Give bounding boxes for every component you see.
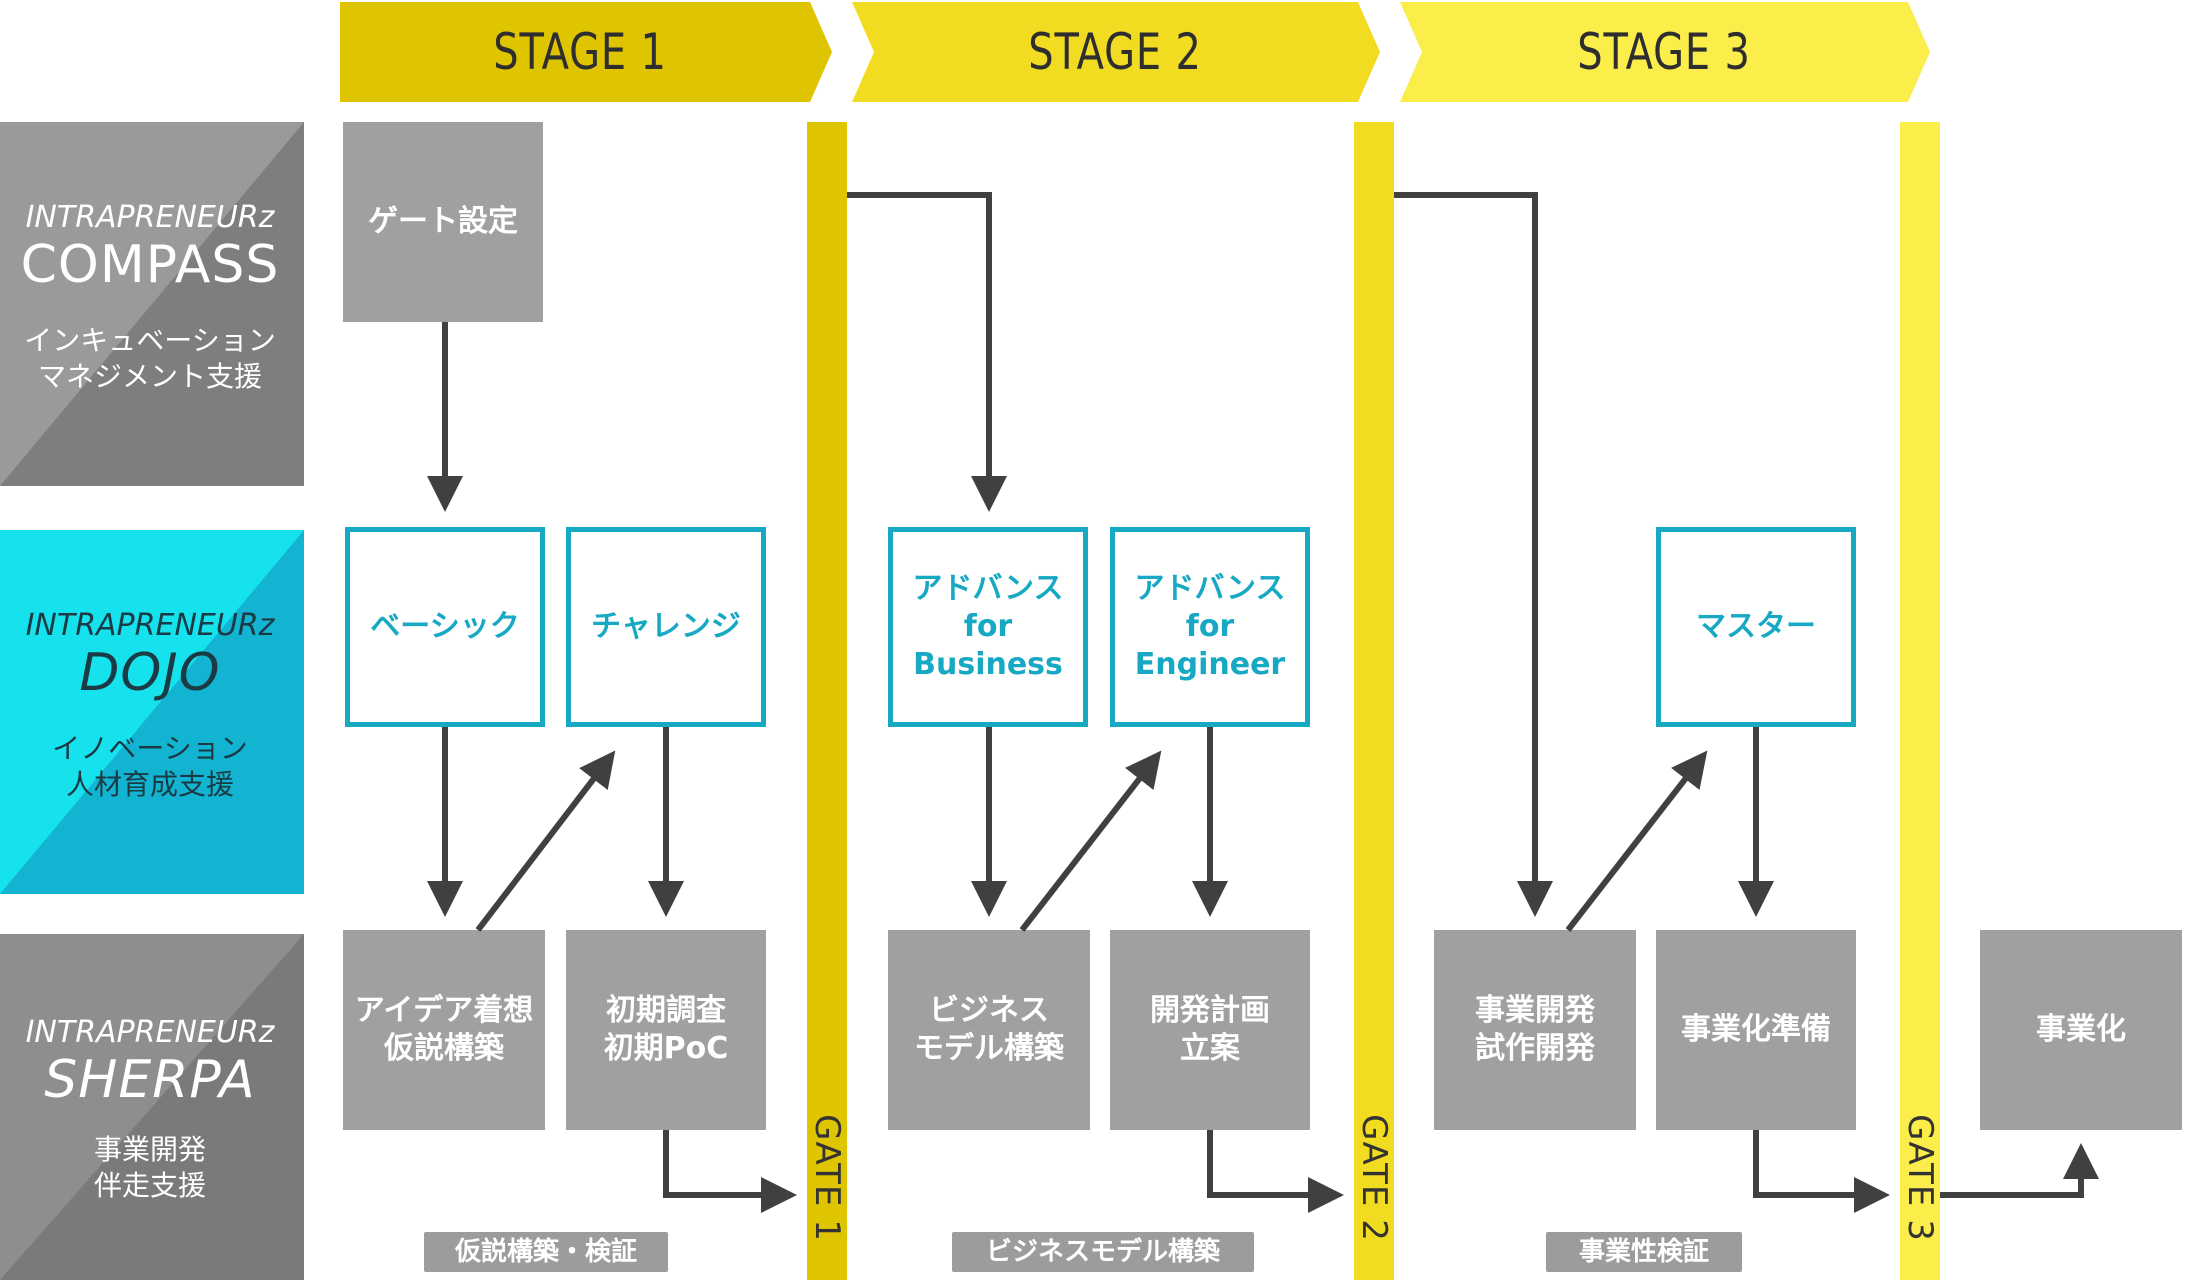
dojo-brand-small: INTRAPRENEURz (25, 608, 275, 643)
master-box: マスター (1656, 527, 1856, 727)
biz-dev-proto-box: 事業開発 試作開発 (1434, 930, 1636, 1130)
gate-3-bar (1900, 122, 1940, 1280)
stage-3-banner (1400, 2, 1930, 102)
commercialization-text: 事業化 (2036, 1012, 2126, 1047)
idea-box: アイデア着想 仮説構築 (343, 930, 545, 1130)
master-text: マスター (1696, 609, 1816, 644)
basic-box: ベーシック (345, 527, 545, 727)
stage-1-banner (340, 2, 832, 102)
challenge-box: チャレンジ (566, 527, 766, 727)
compass-row-shade (0, 122, 304, 486)
sherpa-desc: 事業開発 伴走支援 (93, 1133, 206, 1202)
phase-label-2: ビジネスモデル構築 (952, 1232, 1254, 1272)
phase-label-1: 仮説構築・検証 (424, 1232, 668, 1272)
advance-engineer-box: アドバンス for Engineer (1110, 527, 1310, 727)
dojo-row-shade (0, 530, 304, 894)
arrow-model-to-advance-engineer (1019, 750, 1162, 932)
biz-dev-proto-text: 事業開発 試作開発 (1475, 993, 1595, 1066)
phase-label-3: 事業性検証 (1546, 1232, 1742, 1272)
commercial-prep-box: 事業化準備 (1656, 930, 1856, 1130)
arrow-gate2-to-bizdev (1394, 192, 1553, 917)
sherpa-row-label: INTRAPRENEURz SHERPA 事業開発 伴走支援 (0, 1015, 300, 1204)
stage-2-label: STAGE 2 (1028, 23, 1202, 81)
compass-brand-big: COMPASS (20, 235, 280, 295)
dojo-brand-big: DOJO (79, 643, 221, 703)
compass-desc: インキュベーション マネジメント支援 (24, 324, 276, 393)
gate-setting-text: ゲート設定 (368, 204, 518, 239)
challenge-text: チャレンジ (591, 609, 741, 644)
dev-plan-box: 開発計画 立案 (1110, 930, 1310, 1130)
commercialization-box: 事業化 (1980, 930, 2182, 1130)
stage-2-banner (852, 2, 1380, 102)
arrow-research-to-gate1 (663, 1130, 797, 1213)
arrow-idea-to-challenge (475, 750, 616, 932)
gate-2-bar (1354, 122, 1394, 1280)
arrow-bizdev-to-master (1565, 750, 1708, 932)
stage-3-label: STAGE 3 (1577, 23, 1751, 81)
stage-header-banners (340, 2, 1930, 102)
row-label-backgrounds (0, 122, 304, 1280)
dev-plan-text: 開発計画 立案 (1150, 993, 1270, 1066)
arrow-prep-to-gate3 (1753, 1130, 1890, 1213)
sherpa-brand-small: INTRAPRENEURz (25, 1015, 275, 1050)
arrow-devplan-to-gate2 (1207, 1130, 1344, 1213)
gate-setting-box: ゲート設定 (343, 122, 543, 322)
compass-row-label: INTRAPRENEURz COMPASS インキュベーション マネジメント支援 (0, 200, 300, 395)
initial-research-box: 初期調査 初期PoC (566, 930, 766, 1130)
commercial-prep-text: 事業化準備 (1681, 1012, 1831, 1047)
basic-text: ベーシック (370, 609, 520, 644)
sherpa-row-shade (0, 934, 304, 1280)
stage-1-label: STAGE 1 (493, 23, 667, 81)
advance-engineer-text: アドバンス for Engineer (1134, 571, 1286, 682)
arrow-gate1-to-advance-business (847, 192, 1007, 512)
dojo-row-label: INTRAPRENEURz DOJO イノベーション 人材育成支援 (0, 608, 300, 803)
compass-brand-small: INTRAPRENEURz (25, 200, 275, 235)
business-model-box: ビジネス モデル構築 (888, 930, 1090, 1130)
advance-business-text: アドバンス for Business (912, 571, 1064, 682)
business-model-text: ビジネス モデル構築 (914, 993, 1064, 1066)
gate-1-bar (807, 122, 847, 1280)
idea-text: アイデア着想 仮説構築 (354, 993, 534, 1066)
arrow-gate3-to-commercialization (1940, 1143, 2099, 1198)
initial-research-text: 初期調査 初期PoC (603, 993, 729, 1066)
dojo-desc: イノベーション 人材育成支援 (52, 732, 248, 801)
sherpa-brand-big: SHERPA (44, 1050, 256, 1110)
advance-business-box: アドバンス for Business (888, 527, 1088, 727)
